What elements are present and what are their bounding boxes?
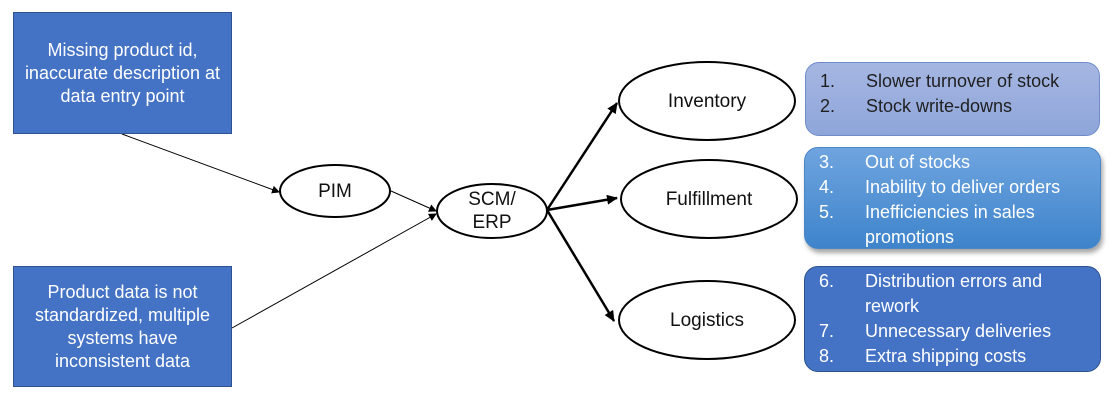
source-box-text: Product data is not standardized, multip…: [34, 281, 211, 371]
impact-item: 1. Slower turnover of stock: [820, 69, 1089, 94]
scm-erp-node-label: SCM/ ERP: [437, 186, 547, 236]
impact-text: Slower turnover of stock: [866, 71, 1060, 91]
logistics-label-text: Logistics: [670, 309, 744, 331]
impact-text: Distribution errors and rework: [865, 271, 1043, 316]
inventory-node-label: Inventory: [619, 89, 795, 113]
inventory-label-text: Inventory: [667, 90, 747, 112]
impact-item: 5. Inefficiencies in sales promotions: [819, 200, 1090, 250]
impact-item: 2. Stock write-downs: [820, 94, 1089, 119]
pim-label-text: PIM: [318, 180, 352, 202]
inventory-node-shape: [618, 61, 796, 141]
logistics-node-label: Logistics: [619, 308, 795, 332]
source-box-non-standardized-data: Product data is not standardized, multip…: [13, 266, 232, 387]
impact-text: Out of stocks: [865, 152, 971, 172]
source-box-text: Missing product id, inaccurate descripti…: [24, 39, 221, 106]
connector-source1-to-pim: [121, 133, 280, 194]
impact-number: 1.: [820, 71, 836, 91]
scm-erp-node-shape: [436, 183, 548, 239]
impact-text: Unnecessary deliveries: [865, 321, 1052, 341]
erp-label-text: ERP: [472, 212, 512, 233]
impact-number: 5.: [819, 202, 835, 222]
connector-pim-to-scm: [390, 190, 437, 212]
impact-item: 6. Distribution errors and rework: [819, 269, 1090, 319]
connector-source2-to-scm: [231, 213, 437, 329]
fulfillment-impacts-box: 3. Out of stocks 4. Inability to deliver o…: [804, 147, 1101, 249]
connector-scm-to-inventory: [545, 102, 619, 211]
impact-item: 4. Inability to deliver orders: [819, 175, 1090, 200]
impact-number: 4.: [819, 177, 835, 197]
scm-label-text: SCM/: [468, 189, 516, 210]
impact-number: 8.: [819, 346, 835, 366]
connector-scm-to-logistics: [545, 209, 616, 322]
source-box-missing-product-id: Missing product id, inaccurate descripti…: [13, 12, 232, 134]
impact-number: 2.: [820, 96, 836, 116]
impact-text: Inefficiencies in sales promotions: [865, 202, 1035, 247]
impact-text: Stock write-downs: [866, 96, 1013, 116]
fulfillment-node-shape: [620, 159, 798, 239]
logistics-impacts-box: 6. Distribution errors and rework 7. Unnec…: [804, 266, 1101, 372]
logistics-node-shape: [618, 280, 796, 360]
impact-text: Extra shipping costs: [865, 346, 1027, 366]
connector-scm-to-fulfillment: [546, 194, 618, 212]
impact-number: 3.: [819, 152, 835, 172]
impact-text: Inability to deliver orders: [865, 177, 1061, 197]
impact-item: 8. Extra shipping costs: [819, 344, 1090, 369]
inventory-impacts-box: 1. Slower turnover of stock 2. Stock write…: [805, 62, 1100, 136]
impact-item: 3. Out of stocks: [819, 150, 1090, 175]
pim-node-label: PIM: [280, 179, 390, 203]
fulfillment-node-label: Fulfillment: [621, 187, 797, 211]
impact-number: 7.: [819, 321, 835, 341]
impact-item: 7. Unnecessary deliveries: [819, 319, 1090, 344]
impact-number: 6.: [819, 271, 835, 291]
fulfillment-label-text: Fulfillment: [665, 188, 753, 210]
pim-node-shape: [279, 164, 391, 218]
